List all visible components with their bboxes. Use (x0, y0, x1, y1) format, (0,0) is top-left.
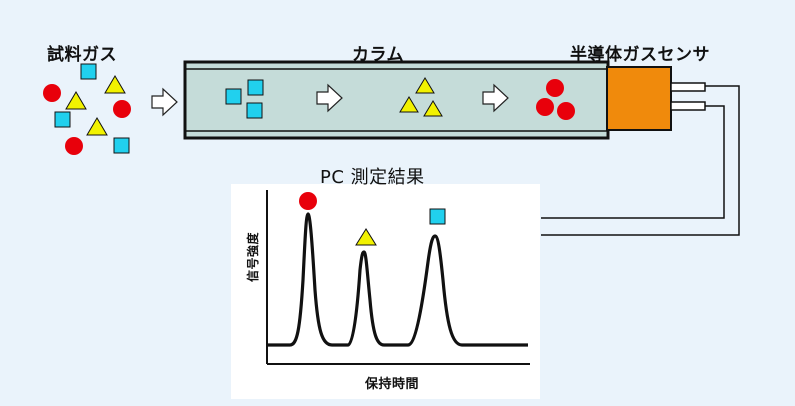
square-icon (246, 102, 263, 119)
sensor-block (606, 66, 672, 131)
pc-result-title: PC 測定結果 (320, 167, 425, 188)
triangle-icon (399, 96, 419, 113)
circle-icon (536, 98, 554, 116)
triangle-icon (65, 91, 87, 110)
circle-icon (557, 102, 575, 120)
arrow-icon (482, 83, 509, 113)
wire-inner (541, 105, 725, 219)
triangle-icon (104, 75, 126, 94)
signal-trace (267, 212, 528, 347)
y-axis-label: 信号強度 (246, 231, 260, 282)
peak-marker-square-icon (429, 208, 446, 225)
x-axis-label: 保持時間 (365, 377, 420, 392)
square-icon (80, 63, 97, 80)
wire-outer (541, 85, 740, 236)
column-label: カラム (352, 45, 404, 65)
square-icon (113, 137, 130, 154)
square-icon (54, 111, 71, 128)
square-icon (247, 79, 264, 96)
sensor-label: 半導体ガスセンサ (570, 45, 710, 65)
triangle-icon (423, 100, 443, 117)
sensor-pin-top (670, 82, 706, 92)
triangle-icon (86, 117, 108, 136)
peak-marker-circle-icon (299, 192, 317, 210)
arrow-icon (316, 83, 343, 113)
circle-icon (65, 137, 83, 155)
triangle-icon (415, 77, 435, 94)
sample-gas-label: 試料ガス (47, 45, 117, 65)
circle-icon (113, 100, 131, 118)
arrow-icon (151, 87, 178, 117)
circle-icon (43, 84, 61, 102)
circle-icon (546, 79, 564, 97)
square-icon (225, 88, 242, 105)
column-tube (183, 60, 610, 140)
peak-marker-triangle-icon (355, 228, 377, 246)
